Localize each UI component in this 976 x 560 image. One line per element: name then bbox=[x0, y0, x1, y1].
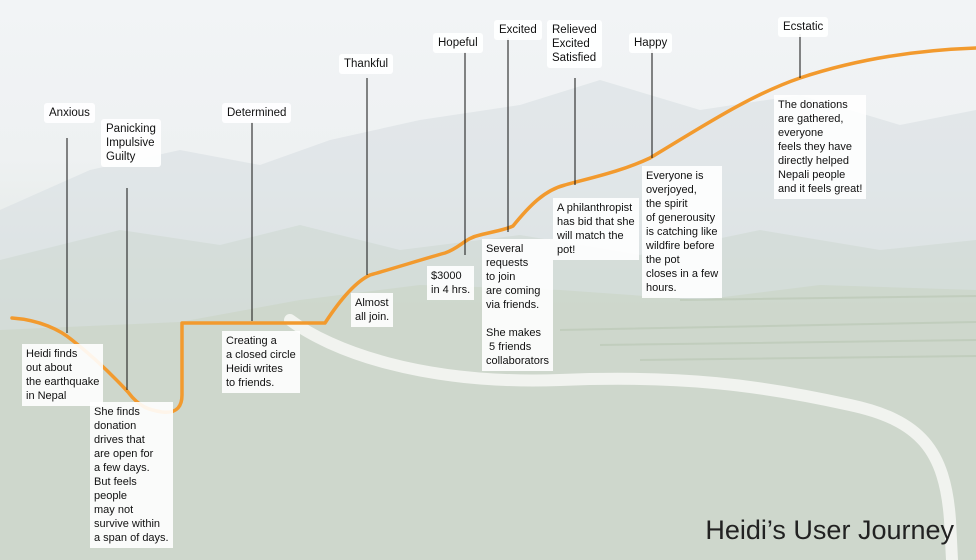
stage-note: Almost all join. bbox=[351, 293, 394, 327]
emotion-label: Excited bbox=[494, 20, 542, 40]
journey-line bbox=[10, 46, 976, 415]
terrace-lines bbox=[559, 295, 976, 361]
stage-note: A philanthropist has bid that she will m… bbox=[553, 198, 639, 260]
emotion-label: Happy bbox=[629, 33, 673, 53]
stage-note: Several requests to join are coming via … bbox=[482, 239, 553, 371]
stage-note: $3000 in 4 hrs. bbox=[427, 266, 475, 300]
emotion-label: Panicking Impulsive Guilty bbox=[101, 119, 161, 167]
emotion-label: Ecstatic bbox=[778, 17, 829, 37]
emotion-label: Determined bbox=[222, 103, 292, 123]
diagram-title: Heidi’s User Journey bbox=[705, 515, 954, 545]
emotion-label: Anxious bbox=[44, 103, 95, 123]
stage-note: Creating a a closed circle Heidi writes … bbox=[222, 331, 300, 393]
stage-note: She finds donation drives that are open … bbox=[90, 402, 173, 548]
stage-note: The donations are gathered, everyone fee… bbox=[774, 95, 867, 199]
stage-note: Heidi finds out about the earthquake in … bbox=[22, 344, 104, 406]
emotion-label: Thankful bbox=[339, 54, 394, 74]
emotion-label: Relieved Excited Satisfied bbox=[547, 20, 602, 68]
winding-road bbox=[284, 314, 958, 560]
stage-note: Everyone is overjoyed, the spirit of gen… bbox=[642, 166, 723, 298]
leader-lines bbox=[66, 34, 801, 390]
emotion-label: Hopeful bbox=[433, 33, 483, 53]
